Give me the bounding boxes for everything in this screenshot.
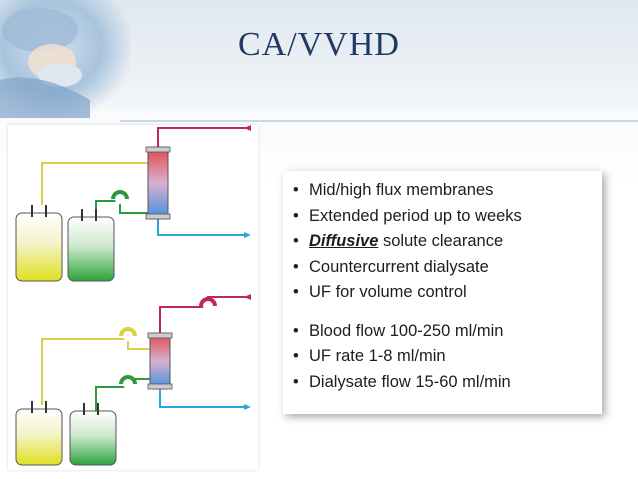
bullet-marker: • bbox=[293, 283, 299, 301]
bullet-list: • Mid/high flux membranes • Extended perio… bbox=[291, 178, 592, 395]
bullet-marker: • bbox=[293, 181, 299, 199]
title-divider bbox=[120, 120, 638, 122]
bullet-emphasis: Diffusive bbox=[309, 232, 379, 250]
bullet-text: solute clearance bbox=[378, 232, 504, 250]
dialysate-bag-icon bbox=[67, 209, 115, 282]
dialysate-pump-icon bbox=[111, 190, 129, 204]
bullet-text: Mid/high flux membranes bbox=[309, 181, 494, 199]
bullet-text: UF for volume control bbox=[309, 283, 467, 301]
slide-title: CA/VVHD bbox=[238, 26, 400, 63]
bullet-text: Extended period up to weeks bbox=[309, 206, 522, 225]
bullet-item: • Countercurrent dialysate bbox=[291, 255, 592, 281]
hemodialysis-circuit-diagram bbox=[8, 125, 258, 470]
upper-circuit bbox=[15, 125, 251, 282]
bullet-item: • UF for volume control bbox=[291, 280, 592, 306]
lower-circuit bbox=[15, 294, 251, 466]
bullet-marker: • bbox=[293, 257, 299, 276]
bullet-text: Countercurrent dialysate bbox=[309, 257, 489, 276]
bullet-marker: • bbox=[293, 372, 299, 391]
bullet-item: • UF rate 1-8 ml/min bbox=[291, 344, 592, 370]
surgeon-image bbox=[0, 8, 90, 118]
bullet-marker: • bbox=[293, 206, 299, 225]
bullet-item: • Dialysate flow 15-60 ml/min bbox=[291, 370, 592, 396]
bullet-text: Blood flow 100-250 ml/min bbox=[309, 321, 504, 340]
blood-pump-icon bbox=[199, 297, 217, 311]
surgeon-photo bbox=[0, 0, 130, 118]
bullet-marker: • bbox=[293, 347, 299, 365]
bullet-item: • Extended period up to weeks bbox=[291, 204, 592, 230]
hemofilter-icon-lower bbox=[147, 332, 173, 390]
bullet-item: • Blood flow 100-250 ml/min bbox=[291, 319, 592, 345]
dialysate-bag-icon-lower bbox=[69, 403, 117, 466]
bullet-marker: • bbox=[293, 232, 299, 250]
bullet-text: UF rate 1-8 ml/min bbox=[309, 347, 446, 365]
key-points-box: • Mid/high flux membranes • Extended perio… bbox=[283, 171, 602, 414]
effluent-bag-icon-lower bbox=[15, 401, 63, 466]
hemofilter-icon bbox=[145, 146, 171, 220]
effluent-bag-icon bbox=[15, 205, 63, 282]
bullet-item: • Diffusive solute clearance bbox=[291, 229, 592, 255]
bullet-item: • Mid/high flux membranes bbox=[291, 178, 592, 204]
ultrafiltrate-pump-icon bbox=[119, 327, 137, 341]
dialysate-pump-icon-lower bbox=[119, 375, 137, 389]
bullet-text: Dialysate flow 15-60 ml/min bbox=[309, 372, 511, 391]
bullet-marker: • bbox=[293, 321, 299, 340]
